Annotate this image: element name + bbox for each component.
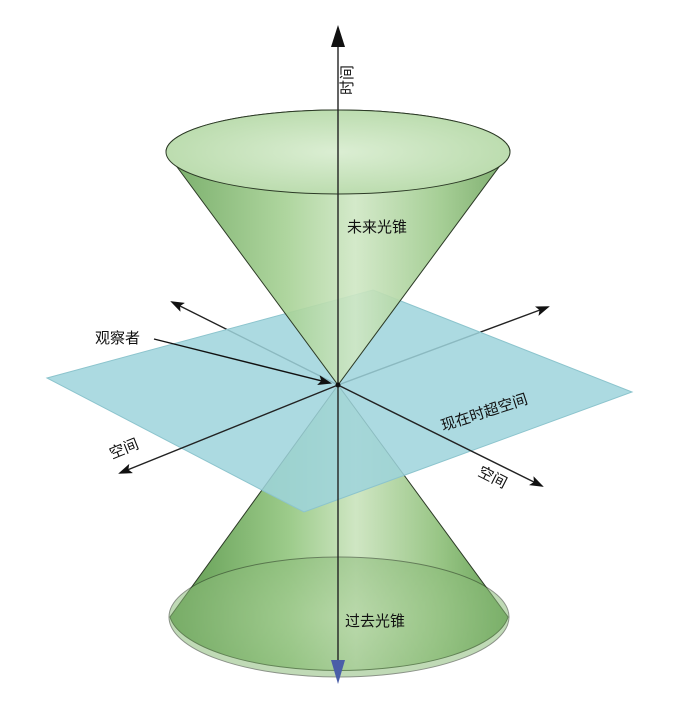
observer-point xyxy=(336,383,341,388)
space-label-left: 空间 xyxy=(107,435,142,463)
time-axis-label: 时间 xyxy=(338,65,356,95)
time-axis-arrow-up xyxy=(331,25,345,47)
future-cone-label: 未来光锥 xyxy=(347,218,407,236)
past-cone-label: 过去光锥 xyxy=(345,612,405,630)
observer-label: 观察者 xyxy=(95,329,140,347)
